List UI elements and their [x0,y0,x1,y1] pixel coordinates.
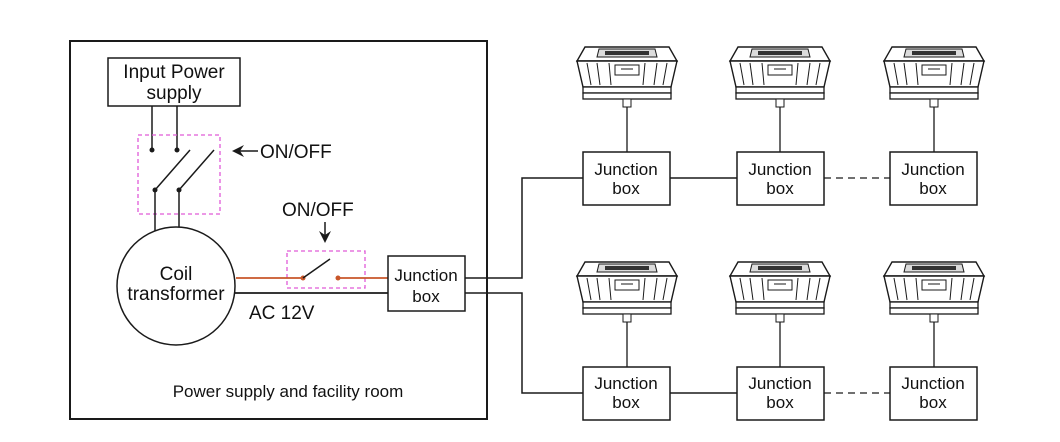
transformer-label-line1: Coil [160,264,193,285]
main-switch-label: ON/OFF [260,142,332,163]
arrow-left-icon [232,145,258,157]
feed-line-top [465,177,583,279]
facility-room-caption: Power supply and facility room [173,382,404,401]
input-power-label-line1: Input Power [123,62,225,83]
fixture-row-1: Junction box Junction box Junction box [576,46,985,206]
junction-box [736,151,825,206]
junction-label-line2: box [766,179,794,198]
junction-label-line1: Junction [901,374,964,393]
junction-label-line1: Junction [594,374,657,393]
main-switch-box [137,134,221,215]
secondary-switch-label: ON/OFF [282,200,354,221]
junction-label-line1: Junction [901,160,964,179]
junction-label-line2: box [612,393,640,412]
secondary-switch-box [286,250,366,289]
feed-line-bottom [465,292,583,394]
light-fixture-icon [576,46,678,108]
live-wire [236,258,388,281]
junction-box [889,151,978,206]
junction-label-line2: box [612,179,640,198]
junction-label-line1: Junction [748,160,811,179]
fixture-row-2: Junction box Junction box Junction box [576,261,985,421]
input-power-label-line2: supply [147,83,202,104]
junction-box [736,366,825,421]
input-power-supply-box [107,57,241,107]
light-fixture-icon [729,261,831,323]
junction-label-line2: box [919,393,947,412]
room-junction-label-line2: box [412,287,440,306]
junction-box [582,366,671,421]
arrow-down-icon [319,222,331,243]
light-fixture-icon [883,46,985,108]
main-switch-symbol [149,147,215,235]
junction-label-line1: Junction [594,160,657,179]
junction-box [889,366,978,421]
transformer-label-line2: transformer [127,284,225,305]
junction-label-line1: Junction [748,374,811,393]
light-fixture-icon [729,46,831,108]
coil-transformer [116,226,236,346]
light-fixture-icon [576,261,678,323]
room-junction-box [387,255,466,312]
facility-room-frame [69,40,488,420]
voltage-label: AC 12V [249,303,315,324]
light-fixture-icon [883,261,985,323]
junction-label-line2: box [766,393,794,412]
room-junction-label-line1: Junction [394,266,457,285]
junction-label-line2: box [919,179,947,198]
